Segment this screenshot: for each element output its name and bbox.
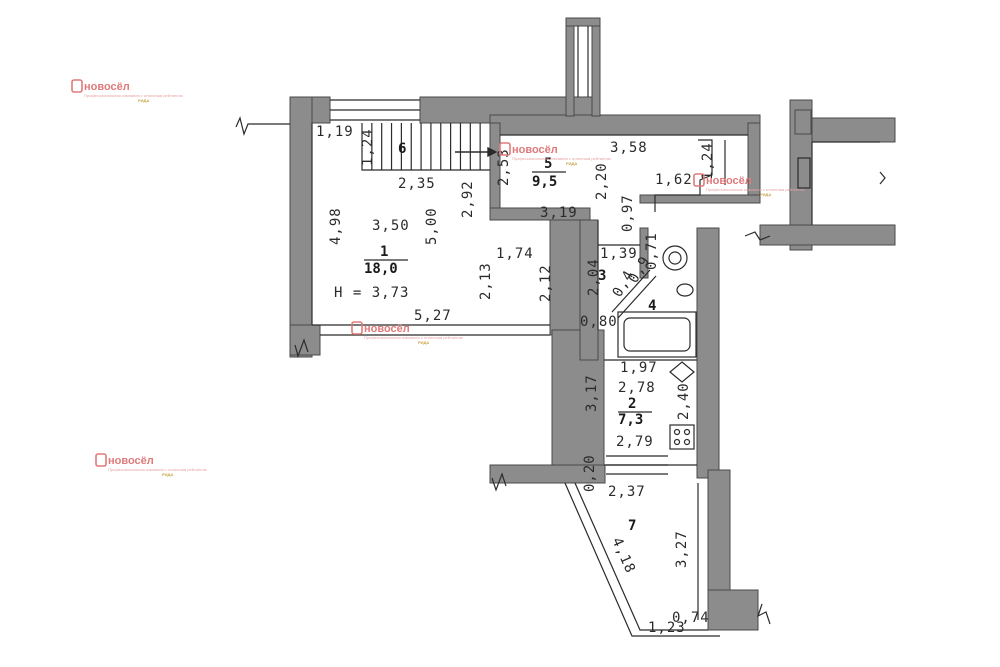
wall-room5-corner [639,194,761,204]
dim-2-53: 2,53 [496,148,512,186]
watermark-brand: новосёл [364,323,410,335]
dim-3-50: 3,50 [372,218,410,234]
room-7-number: 7 [628,518,636,534]
dim-3-27: 3,27 [674,530,690,568]
wall-room5-bottom [489,207,591,221]
dim-1-23: 1,23 [648,620,686,636]
dim-1-39: 1,39 [600,246,638,262]
wall-ext-stub [794,109,812,135]
room-2-number: 2 [628,396,636,412]
room-4-number: 4 [648,298,656,314]
watermark-logo: новосёл Профессиональная компания с отли… [71,79,183,103]
wall-shaft-left [565,19,575,117]
dim-3-19: 3,19 [540,205,578,221]
stairs-room-6 [361,123,490,171]
watermark-badge: РИДА [138,98,149,103]
dim-4-98: 4,98 [328,207,344,245]
watermark-house-icon [351,321,363,335]
watermark-tagline: Профессиональная компания с отличным рей… [706,187,805,192]
dim-2-92: 2,92 [460,180,476,218]
dim-0-97: 0,97 [620,194,636,232]
room-1-area: 18,0 [364,261,398,277]
watermark-logo: новосёл Профессиональная компания с отли… [693,173,805,197]
room-6-number: 6 [398,141,406,157]
dim-3-58: 3,58 [610,140,648,156]
watermark-badge: РИДА [760,192,771,197]
watermark-house-icon [71,79,83,93]
watermark-brand: новосёл [512,144,558,156]
wall-ext-bottom [759,224,896,246]
dim-1-24-stair: 1,24 [360,128,376,166]
room-3-number: 3 [598,268,606,284]
dim-2-13: 2,13 [478,262,494,300]
wall-left [289,96,313,358]
dim-3-17: 3,17 [584,374,600,412]
dim-1-97: 1,97 [620,360,658,376]
room-5-number: 5 [544,156,552,172]
dim-2-79: 2,79 [616,434,654,450]
watermark-badge: РИДА [162,472,173,477]
dim-0-71: 0,71 [644,232,660,270]
watermark-logo: новосёл Профессиональная компания с отли… [95,453,207,477]
dim-1-74: 1,74 [496,246,534,262]
wall-room1-bottom-left [289,324,321,356]
wall-room7-top-left [489,464,606,484]
dim-2-20: 2,20 [594,162,610,200]
dim-2-04: 2,04 [586,258,602,296]
dim-1-19: 1,19 [316,124,354,140]
dim-0-80: 0,80 [580,314,618,330]
room-labels: 6 5 9,5 1 18,0 H = 3,73 3 4 2 7,3 7 [334,141,656,534]
dim-2-40: 2,40 [676,382,692,420]
dim-2-37: 2,37 [608,484,646,500]
wall-bottom-right [707,589,759,631]
watermark-badge: РИДА [418,340,429,345]
wall-room1-bottom-right [549,219,581,336]
watermark-tagline: Профессиональная компания с отличным рей… [364,335,463,340]
dim-2-35: 2,35 [398,176,436,192]
watermark-brand: новосёл [84,81,130,93]
watermark-house-icon [693,173,705,187]
watermark-brand: новосёл [706,175,752,187]
wall-bath-divider [639,227,649,279]
watermark-tagline: Профессиональная компания с отличным рей… [108,467,207,472]
dimension-labels: 1,19 1,24 2,35 2,92 2,53 3,58 2,20 1,24 … [316,124,716,636]
dim-0-20: 0,20 [582,454,598,492]
dim-0-74: 0,74 [672,610,710,626]
wall-shaft-right [591,19,601,117]
wall-right-upper [696,227,720,479]
room-1-number: 1 [380,244,388,260]
stair-outline [361,123,490,171]
dim-1-62: 1,62 [655,172,693,188]
room-1-height: H = 3,73 [334,285,409,301]
wall-shaft-top [565,17,601,27]
watermark-house-icon [95,453,107,467]
watermark-logo: новосёл Профессиональная компания с отли… [351,321,463,345]
dim-2-12: 2,12 [538,264,554,302]
walls [289,17,896,631]
stair-arrow [455,146,498,158]
watermark-house-icon [499,142,511,156]
watermark-logo: новосёл Профессиональная компания с отли… [499,142,611,166]
dim-2-78: 2,78 [618,380,656,396]
watermark-logos: новосёл Профессиональная компания с отли… [71,79,805,477]
watermark-tagline: Профессиональная компания с отличным рей… [84,93,183,98]
dim-5-00: 5,00 [424,207,440,245]
dim-5-27: 5,27 [414,308,452,324]
watermark-tagline: Профессиональная компания с отличным рей… [512,156,611,161]
dim-1-24-right: 1,24 [700,142,716,180]
wall-ext-top [809,117,896,143]
room-2-area: 7,3 [618,412,643,428]
watermark-brand: новосёл [108,455,154,467]
watermark-badge: РИДА [566,161,577,166]
wall-top-right [489,114,761,136]
outlines [311,26,880,637]
room-5-area: 9,5 [532,174,557,190]
break-marks [235,116,886,625]
